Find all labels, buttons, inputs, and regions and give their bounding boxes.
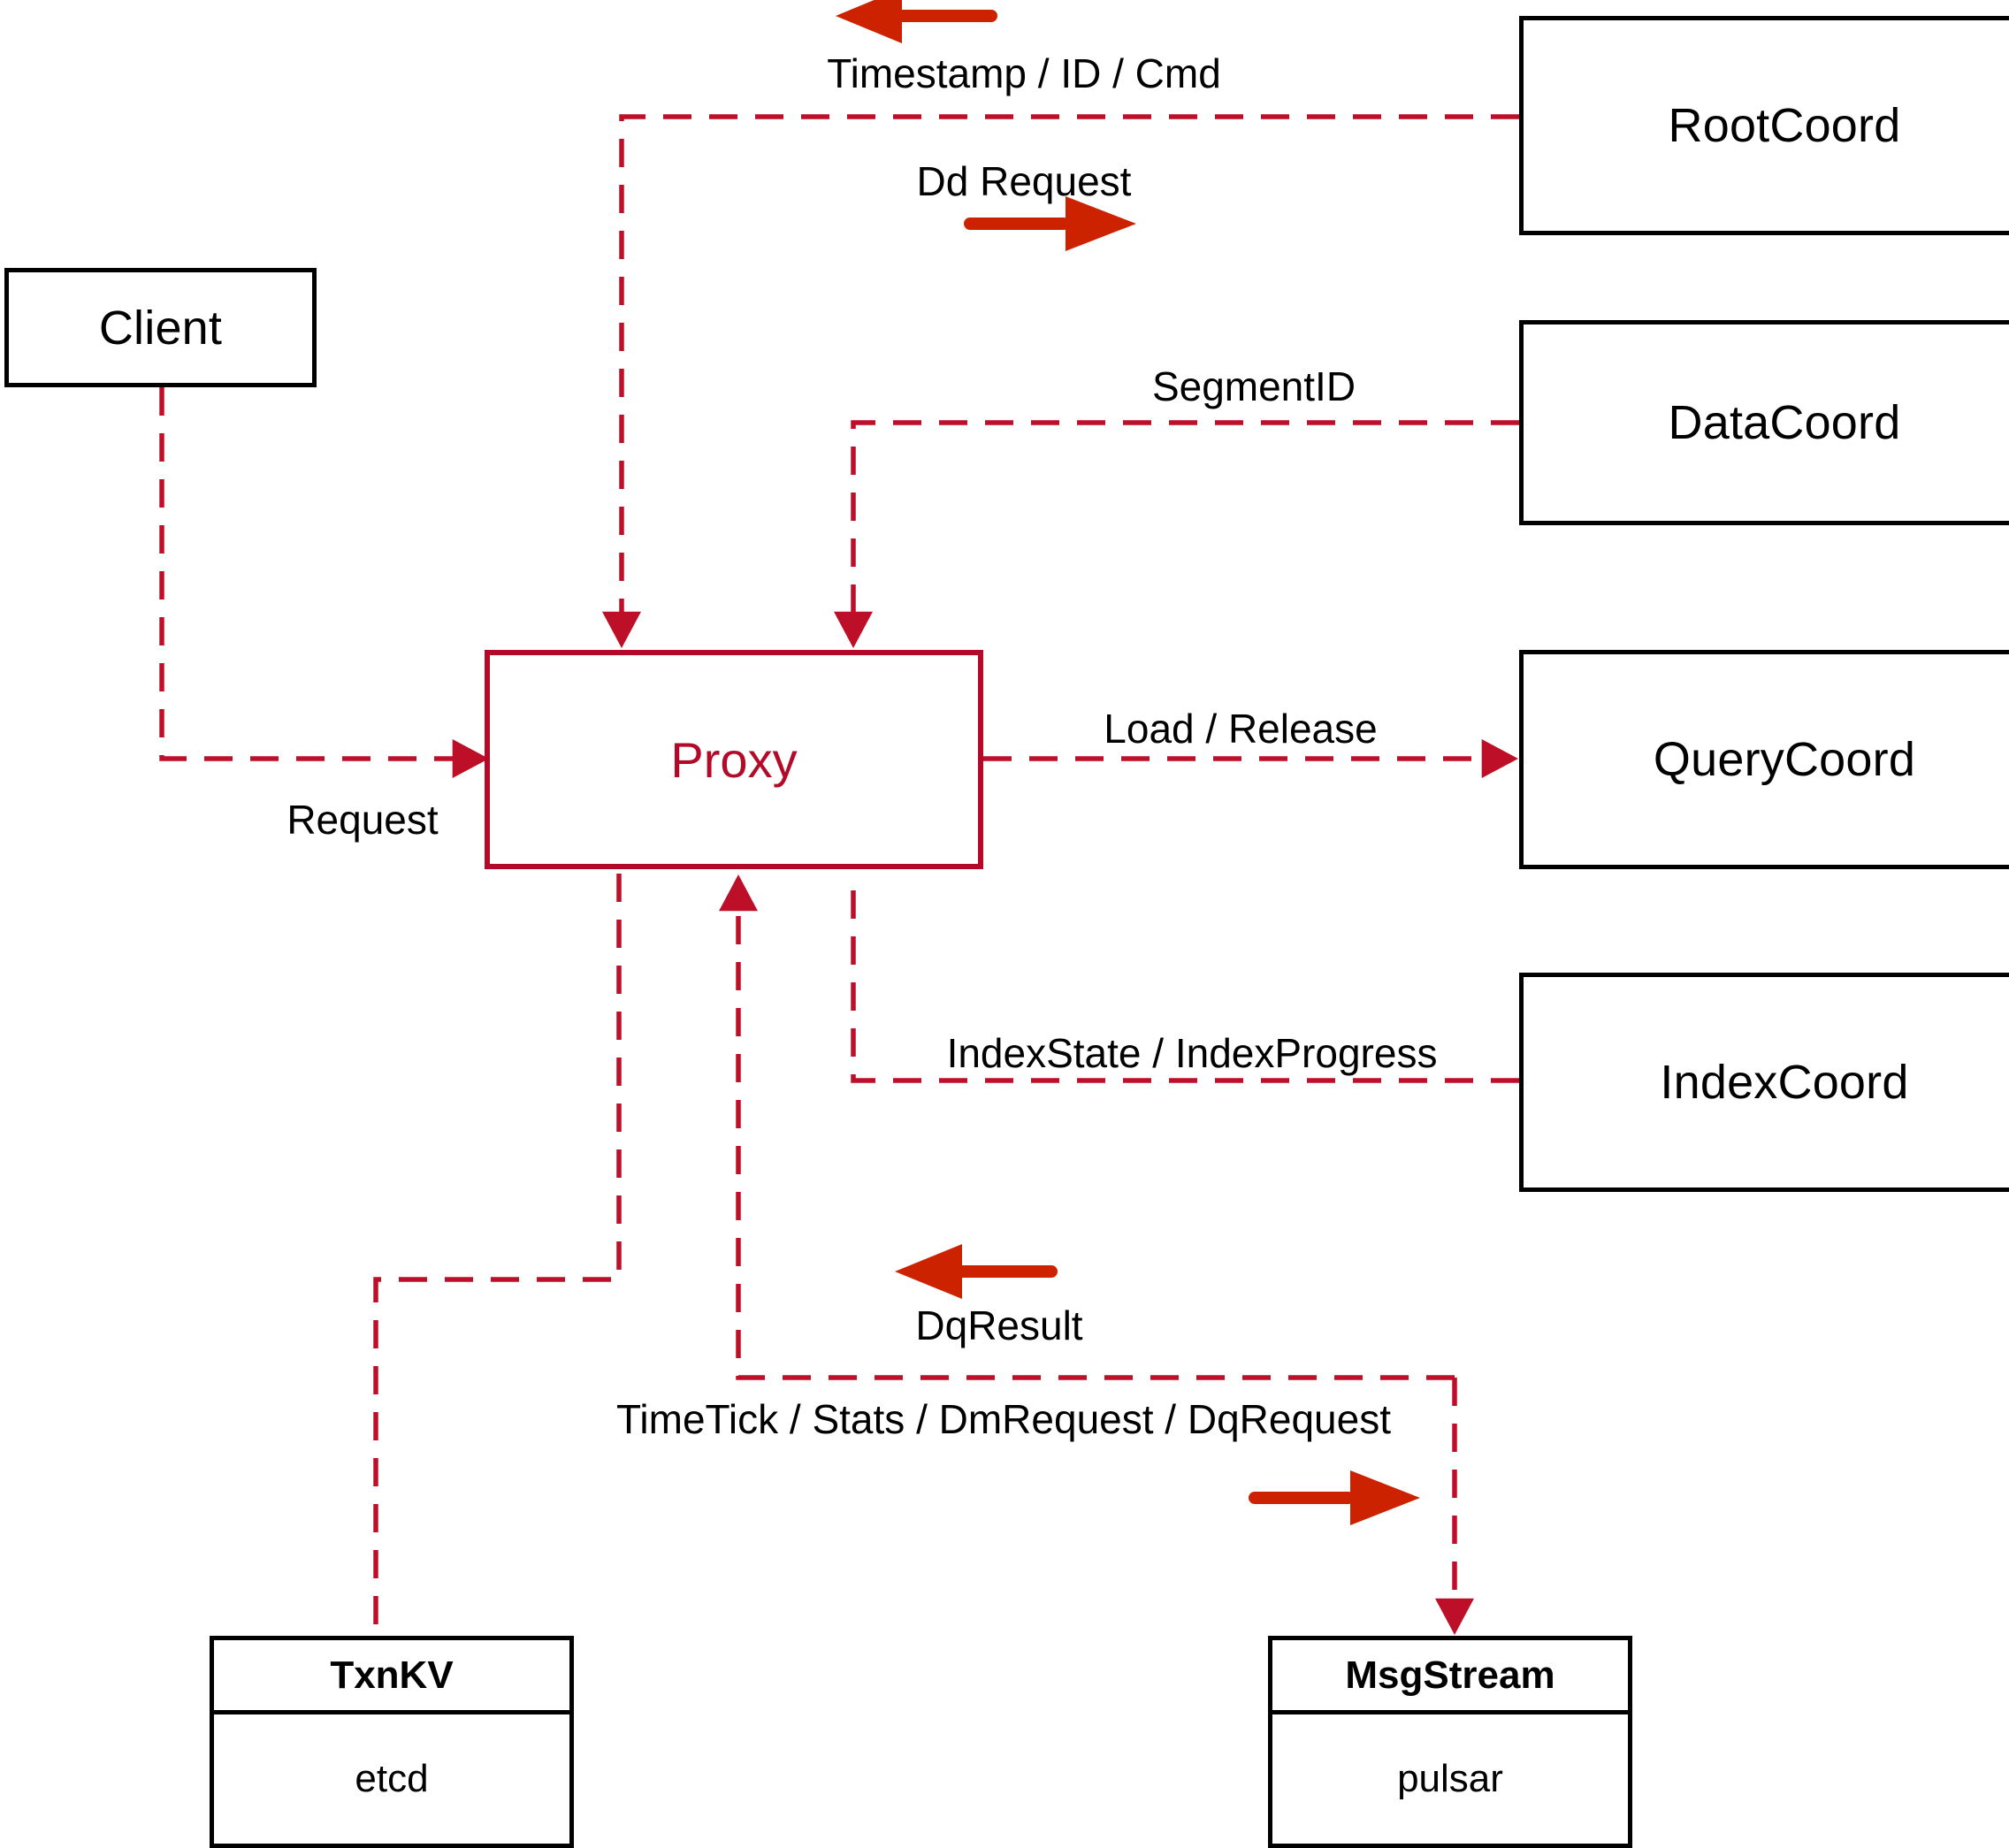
node-querycoord[interactable]: QueryCoord (1519, 650, 2009, 869)
node-msgstream[interactable]: MsgStream pulsar (1268, 1636, 1632, 1848)
node-txnkv-body: etcd (355, 1757, 429, 1800)
edge-segment-id (834, 420, 1519, 648)
edge-label-timetick-stats: TimeTick / Stats / DmRequest / DqRequest (616, 1396, 1391, 1442)
node-client[interactable]: Client (4, 268, 317, 387)
edge-label-request: Request (286, 797, 439, 843)
edge-index-state-progress (851, 874, 1519, 1083)
node-proxy-label: Proxy (670, 731, 798, 788)
node-txnkv[interactable]: TxnKV etcd (210, 1636, 574, 1848)
node-msgstream-body: pulsar (1397, 1757, 1503, 1800)
node-rootcoord-label: RootCoord (1668, 99, 1901, 152)
node-proxy[interactable]: Proxy (485, 650, 983, 869)
edge-request (159, 387, 489, 778)
node-msgstream-header: MsgStream (1272, 1640, 1628, 1714)
edge-label-load-release: Load / Release (1104, 706, 1378, 752)
direction-arrows (836, 0, 1420, 1525)
node-client-label: Client (98, 301, 223, 355)
arrow-dd-request-right (964, 196, 1136, 251)
arrow-timestamp-left (836, 0, 997, 43)
arrow-dq-request-right (1249, 1470, 1420, 1525)
edge-label-segment-id: SegmentID (1151, 363, 1356, 409)
edge-dq-result (719, 874, 1455, 1380)
node-querycoord-label: QueryCoord (1653, 733, 1916, 786)
edge-label-index-state-progress: IndexState / IndexProgress (946, 1030, 1438, 1076)
edge-label-dq-result: DqResult (915, 1302, 1083, 1348)
edge-label-dd-request: Dd Request (916, 158, 1132, 204)
edge-timestamp-id-cmd (602, 114, 1519, 648)
node-indexcoord-label: IndexCoord (1660, 1056, 1909, 1109)
arrow-dq-result-left (895, 1244, 1058, 1299)
node-datacoord-label: DataCoord (1668, 396, 1901, 449)
node-rootcoord[interactable]: RootCoord (1519, 16, 2009, 235)
node-indexcoord[interactable]: IndexCoord (1519, 973, 2009, 1192)
edge-proxy-txnkv (373, 874, 622, 1636)
edge-label-timestamp-id-cmd: Timestamp / ID / Cmd (827, 50, 1221, 96)
node-txnkv-header: TxnKV (214, 1640, 569, 1714)
node-datacoord[interactable]: DataCoord (1519, 320, 2009, 525)
